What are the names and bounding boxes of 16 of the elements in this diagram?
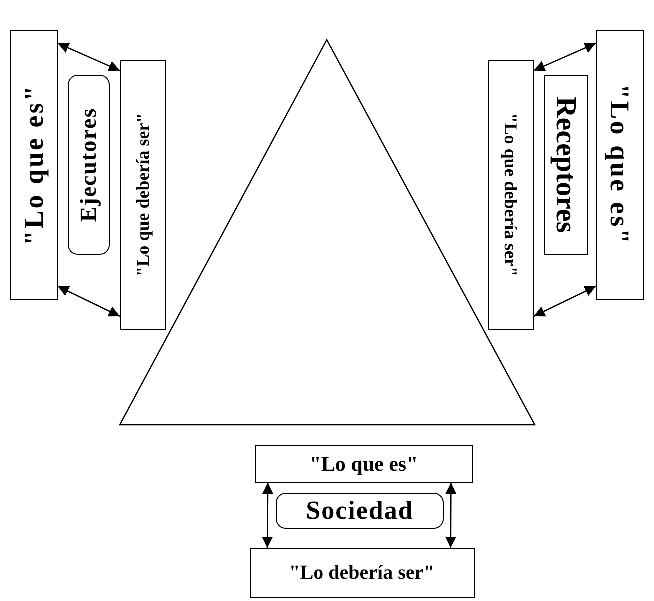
double-arrow — [534, 286, 596, 318]
role-box: Ejecutores — [68, 75, 110, 255]
double-arrow — [262, 483, 274, 548]
double-arrow — [445, 483, 457, 548]
statement-box: "Lo que es" — [596, 30, 644, 300]
statement-box: Receptores — [544, 75, 588, 255]
double-arrow — [58, 42, 120, 72]
double-arrow — [534, 42, 596, 72]
triangle-shape — [118, 38, 536, 426]
statement-box: "Lo que debería ser" — [488, 60, 534, 330]
statement-box: "Lo que es" — [10, 30, 58, 300]
double-arrow — [58, 286, 120, 318]
statement-box: "Lo que debería ser" — [120, 60, 166, 330]
statement-box: "Lo debería ser" — [250, 548, 474, 598]
statement-box: "Lo que es" — [255, 445, 473, 483]
role-box: Sociedad — [276, 493, 444, 529]
